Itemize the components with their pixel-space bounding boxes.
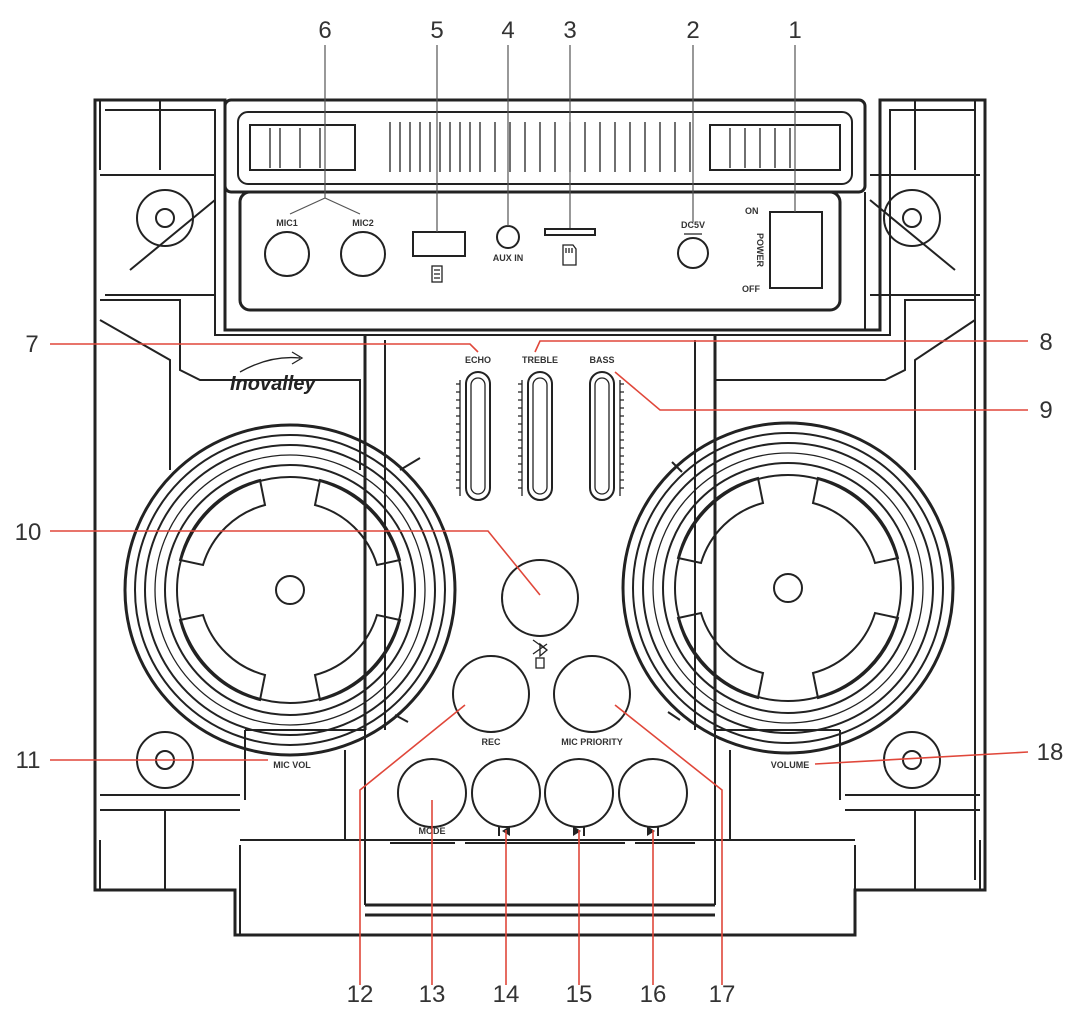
center-panel [363,335,717,730]
brand-logo-text: Inovalley [230,373,316,395]
callout-11: 11 [16,747,41,774]
volume-knob[interactable]: VOLUME [771,760,810,770]
rec-label: REC [481,737,501,747]
bass-label: BASS [589,355,614,365]
callout-2: 2 [686,17,699,44]
handle-grip-lines [249,122,841,172]
next-button[interactable] [618,758,688,836]
power-off-label: OFF [742,284,760,294]
callout-5: 5 [430,17,443,44]
aux-in-label: AUX IN [493,253,524,263]
mic1-jack[interactable]: MIC1 [264,218,310,277]
callout-14: 14 [493,981,520,1008]
mic2-jack[interactable]: MIC2 [340,218,386,277]
usb-icon [431,265,443,283]
mic1-label: MIC1 [276,218,298,228]
echo-slider[interactable]: ECHO [456,355,491,501]
callout-4: 4 [501,17,514,44]
treble-slider[interactable]: TREBLE [518,355,558,501]
callout-1: 1 [788,17,801,44]
mic-vol-label: MIC VOL [273,760,311,770]
prev-button[interactable] [471,758,541,836]
carry-handle [223,98,867,194]
play-pause-button[interactable] [544,758,614,836]
aux-in-jack[interactable]: AUX IN [493,225,524,263]
power-on-label: ON [745,206,759,216]
dc-in-label: DC5V [681,220,705,230]
callout-18: 18 [1037,739,1064,766]
top-input-panel [224,190,866,330]
brand-logo: Inovalley [230,351,316,395]
callout-13: 13 [419,981,446,1008]
right-woofer [621,421,955,755]
callout-9: 9 [1039,397,1052,424]
callout-8: 8 [1039,329,1052,356]
callout-7: 7 [25,331,38,358]
bluetooth-button[interactable] [501,559,579,669]
power-label: POWER [755,233,765,268]
leader-lines [50,45,1029,985]
callout-numbers: 1 2 3 4 5 6 7 8 9 10 11 12 13 14 15 16 1… [15,17,1064,1008]
echo-label: ECHO [465,355,491,365]
volume-label: VOLUME [771,760,810,770]
rec-button[interactable]: REC [452,655,530,747]
left-woofer [123,423,457,757]
sd-card-icon [562,244,577,266]
callout-6: 6 [318,17,331,44]
callout-17: 17 [709,981,736,1008]
prev-icon [498,826,510,836]
bluetooth-icon [532,639,549,669]
mic-priority-button[interactable]: MIC PRIORITY [553,655,631,747]
dc-in-jack[interactable]: DC5V [677,220,709,269]
mic-vol-knob[interactable]: MIC VOL [273,760,311,770]
mic-priority-label: MIC PRIORITY [561,737,623,747]
bass-slider[interactable]: BASS [589,355,624,501]
callout-16: 16 [640,981,667,1008]
power-switch[interactable]: ON POWER OFF [742,206,823,294]
sd-card-slot[interactable] [544,228,596,266]
callout-15: 15 [566,981,593,1008]
treble-label: TREBLE [522,355,558,365]
callout-10: 10 [15,519,42,546]
speaker-body [93,98,987,937]
usb-port[interactable] [412,231,466,283]
mic2-label: MIC2 [352,218,374,228]
callout-12: 12 [347,981,374,1008]
callout-3: 3 [563,17,576,44]
